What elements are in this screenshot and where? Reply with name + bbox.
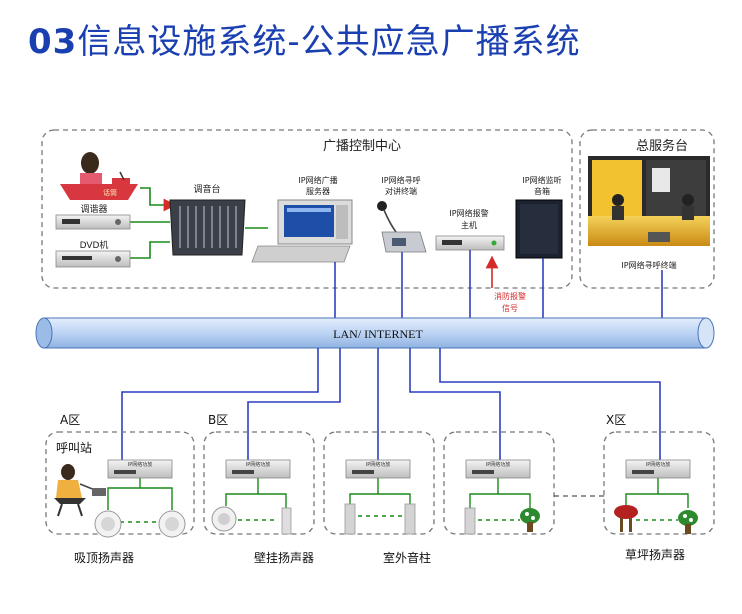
- ip-amplifier-column: IP网络功放: [345, 459, 411, 479]
- ip-broadcast-server: [251, 199, 353, 263]
- mixer-label: 调音台: [193, 183, 220, 195]
- wall-speakers: [211, 506, 292, 535]
- page-title: 03信息设施系统-公共应急广播系统: [28, 14, 581, 63]
- column-speakers: [344, 503, 416, 535]
- tuner-device: [55, 214, 131, 230]
- call-station-label: 呼叫站: [56, 441, 92, 455]
- column-speaker-label: 室外音柱: [383, 550, 431, 565]
- zone-x-label: X区: [606, 413, 626, 427]
- amp-column-label: IP网络功放: [366, 461, 391, 468]
- ip-intercom-device: [377, 201, 427, 253]
- ip-amplifier-lawn: IP网络功放: [465, 459, 531, 479]
- service-desk-photo: [588, 156, 710, 246]
- control-center-box: [41, 129, 573, 289]
- amp-b-label: IP网络功放: [246, 461, 271, 468]
- ip-amplifier-a: IP网络功放: [107, 459, 173, 479]
- ip-server-label-1: IP网络广播: [298, 175, 337, 185]
- lawn-speaker-label: 草坪扬声器: [625, 547, 685, 562]
- fire-alarm-label-1: 消防报警: [494, 291, 526, 301]
- lan-pipe: [35, 317, 715, 349]
- mixer-device: [169, 199, 246, 256]
- ip-monitor-label-2: 音箱: [534, 186, 550, 196]
- ceiling-speaker-label: 吸顶扬声器: [74, 550, 134, 565]
- tuner-label: 调谐器: [80, 204, 107, 215]
- service-desk-label: 总服务台: [636, 138, 688, 154]
- wall-speaker-label: 壁挂扬声器: [254, 550, 314, 565]
- ip-intercom-label-1: IP网络寻呼: [381, 175, 420, 185]
- ip-server-label-2: 服务器: [306, 186, 330, 196]
- audio-source-links: [128, 187, 177, 259]
- ip-alarm-label-2: 主机: [461, 220, 477, 230]
- service-desk-terminal-label: IP网络寻呼终端: [621, 260, 676, 270]
- zone-box-b: [203, 431, 315, 535]
- zone-box-lawn: [443, 431, 555, 535]
- call-station-person: [54, 464, 106, 517]
- ip-monitor-speaker: [515, 199, 563, 259]
- zone-box-a: [45, 431, 195, 535]
- zone-boxes: [45, 431, 715, 535]
- control-center-network-links: [334, 250, 663, 318]
- amp-x-label: IP网络功放: [646, 461, 671, 468]
- ceiling-speakers: [94, 510, 186, 538]
- zone-box-column: [323, 431, 435, 535]
- amp-a-label: IP网络功放: [128, 461, 153, 468]
- ip-alarm-host: [435, 235, 505, 251]
- ip-alarm-label-1: IP网络报警: [449, 208, 488, 218]
- zone-network-links: [121, 348, 661, 460]
- podium-speaker: [60, 152, 138, 200]
- ip-amplifier-b: IP网络功放: [225, 459, 291, 479]
- mic-label: 话筒: [103, 188, 117, 197]
- ip-monitor-label-1: IP网络监听: [522, 175, 561, 185]
- title-text: 信息设施系统-公共应急广播系统: [77, 22, 581, 62]
- lawn-zone-speakers: [464, 507, 540, 535]
- control-center-label: 广播控制中心: [323, 139, 401, 154]
- ip-intercom-label-2: 对讲终端: [385, 186, 417, 196]
- dvd-label: DVD机: [80, 239, 109, 251]
- amp-lawn-label: IP网络功放: [486, 461, 511, 468]
- title-number: 03: [28, 22, 78, 62]
- ip-amplifier-x: IP网络功放: [625, 459, 691, 479]
- dvd-device: [55, 250, 131, 268]
- zone-a-label: A区: [60, 413, 80, 427]
- speaker-wiring: [107, 478, 689, 523]
- zone-b-label: B区: [208, 413, 228, 427]
- zone-box-x: [603, 431, 715, 535]
- fire-alarm-label-2: 信号: [502, 303, 518, 313]
- service-desk-box: [579, 129, 715, 289]
- x-zone-speakers: [614, 505, 698, 534]
- lan-label: LAN/ INTERNET: [333, 327, 423, 341]
